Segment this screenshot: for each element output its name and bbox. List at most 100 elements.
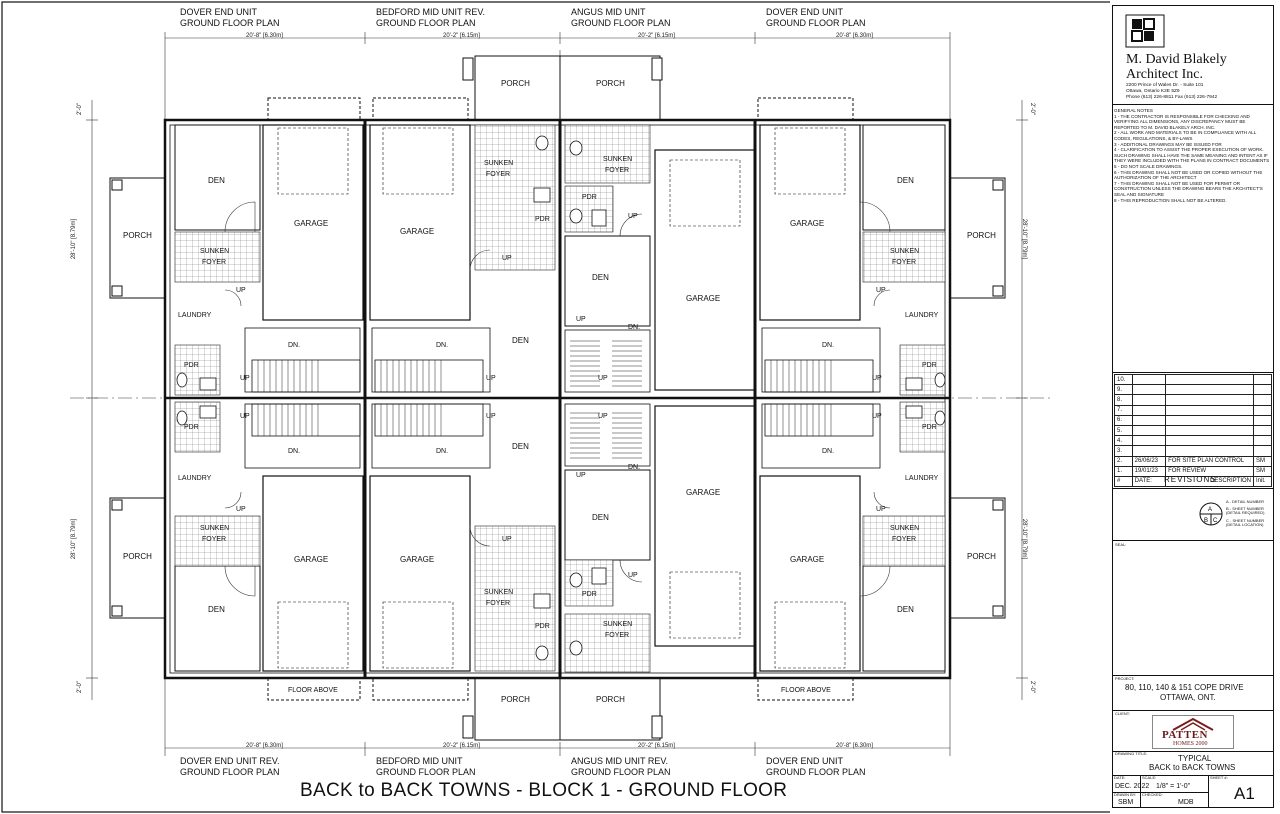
room-sunken-label: SUNKEN [890,525,920,532]
revision-cell-date: 19/01/23 [1131,465,1167,477]
divider [1112,792,1208,793]
client-logo-sub: HOMES 2000 [1173,741,1208,747]
revision-row: 4. [1114,435,1272,447]
room-porch: PORCH [501,79,530,88]
revision-row: 5. [1114,424,1272,437]
revision-cell-no: 6. [1114,414,1133,426]
stair-up-label: UP [872,375,882,382]
legend-c: C - SHEET NUMBER (DETAIL LOCATION) [1226,518,1265,527]
divider [1112,372,1274,373]
note-item: 7 - THIS DRAWING SHALL NOT BE USED FOR P… [1114,180,1263,197]
header-unit-3-bottom: ANGUS MID UNIT REV. [571,756,669,766]
header-unit-1-top: DOVER END UNIT [180,7,258,17]
room-pdr: PDR [184,424,199,431]
room-garage: GARAGE [790,219,825,228]
checked-value: MDB [1178,799,1194,806]
detail-legend-symbol: A B C [1199,502,1223,526]
room-laundry: LAUNDRY [178,312,212,319]
divider [1112,675,1274,676]
room-porch: PORCH [501,695,530,704]
room-pdr: PDR [535,623,550,630]
stair-down-label: DN. [628,324,641,331]
drawing-title-label: DRAWING TITLE: [1115,751,1148,756]
note-item: 3 - ADDITIONAL DRAWINGS MAY BE ISSUED FO… [1114,141,1222,147]
room-sunken-label: SUNKEN [890,248,920,255]
svg-text:C: C [1213,518,1218,524]
dim-bottom-3: 20'-2" [6.15m] [638,743,675,749]
stair-up-label: UP [576,472,586,479]
room-foyer-label: FOYER [892,536,917,543]
revision-cell-date: DATE: [1131,475,1167,488]
svg-text:A: A [1208,507,1212,513]
revision-cell-date [1131,435,1167,447]
revision-cell-date [1131,373,1167,386]
header-plan-3-bottom: GROUND FLOOR PLAN [571,767,671,777]
room-den: DEN [897,176,914,185]
room-den: DEN [208,605,225,614]
revision-cell-no: 3. [1114,445,1133,457]
room-den: DEN [512,336,529,345]
header-unit-4-top: DOVER END UNIT [766,7,844,17]
date-label: DATE: [1114,775,1126,780]
revision-cell-desc: FOR SITE PLAN CONTROL [1165,455,1255,467]
revision-cell-init [1253,394,1272,406]
stair-up-label: UP [236,287,246,294]
revision-cell-desc [1165,384,1255,396]
header-unit-3-top: ANGUS MID UNIT [571,7,646,17]
stair-up-label: UP [876,287,886,294]
stair-down-label: DN. [436,448,449,455]
legend-a: A - DETAIL NUMBER [1226,499,1265,504]
revision-cell-init [1253,384,1272,396]
floor-plan-drawing [1,1,1110,813]
room-foyer-label: FOYER [605,167,630,174]
stair-up-label: UP [486,413,496,420]
revision-cell-no: 10. [1114,373,1133,386]
stair-down-label: DN. [628,464,641,471]
note-item: 2 - ALL WORK AND MATERIALS TO BE IN COMP… [1114,130,1257,141]
room-pdr: PDR [184,362,199,369]
header-plan-1-top: GROUND FLOOR PLAN [180,18,280,28]
stair-up-label: UP [240,375,250,382]
revision-row: 3. [1114,445,1272,457]
room-sunken-label: SUNKEN [603,156,633,163]
revision-cell-date [1131,414,1167,426]
revision-cell-init [1253,435,1272,447]
stair-down-label: DN. [436,342,449,349]
stair-up-label: UP [502,536,512,543]
room-sunken-label: SUNKEN [603,621,633,628]
revision-cell-init [1253,445,1272,457]
stair-up-label: UP [486,375,496,382]
firm-phone: Phone (613) 226-8811 Fax (613) 226-7942 [1126,95,1218,100]
room-den: DEN [897,605,914,614]
dim-side-right-porch-top: 2'-0" [1028,103,1035,115]
firm-logo [1125,14,1165,48]
dim-side-right-unit-bottom: 28'-10" [8.79m] [1021,518,1028,560]
dim-bottom-2: 20'-2" [6.15m] [443,743,480,749]
client-label: CLIENT: [1115,711,1130,716]
drawn-by-label: DRAWN BY: [1114,792,1137,797]
note-item: 4 - CLARIFICATION TO ASSIST THE PROPER E… [1114,147,1270,164]
revision-cell-no: 4. [1114,435,1133,447]
revision-cell-no: 7. [1114,404,1133,416]
dim-top-1: 20'-8" [6.30m] [246,33,283,39]
floor-above-label: FLOOR ABOVE [288,687,338,694]
header-plan-1-bottom: GROUND FLOOR PLAN [180,767,280,777]
room-den: DEN [592,513,609,522]
note-item: 6 - THIS DRAWING SHALL NOT BE USED OR CO… [1114,169,1263,181]
stair-up-label: UP [576,316,586,323]
room-porch: PORCH [967,552,996,561]
room-porch: PORCH [967,231,996,240]
revision-cell-desc [1165,424,1255,437]
room-porch: PORCH [123,552,152,561]
dim-bottom-1: 20'-8" [6.30m] [246,743,283,749]
room-sunken-label: SUNKEN [484,589,514,596]
room-sunken-label: SUNKEN [200,525,230,532]
revision-cell-desc [1165,373,1255,386]
checked-label: CHECKED: [1142,792,1163,797]
roof-icon [1172,717,1214,731]
room-foyer-label: FOYER [486,600,511,607]
header-unit-2-bottom: BEDFORD MID UNIT [376,756,463,766]
